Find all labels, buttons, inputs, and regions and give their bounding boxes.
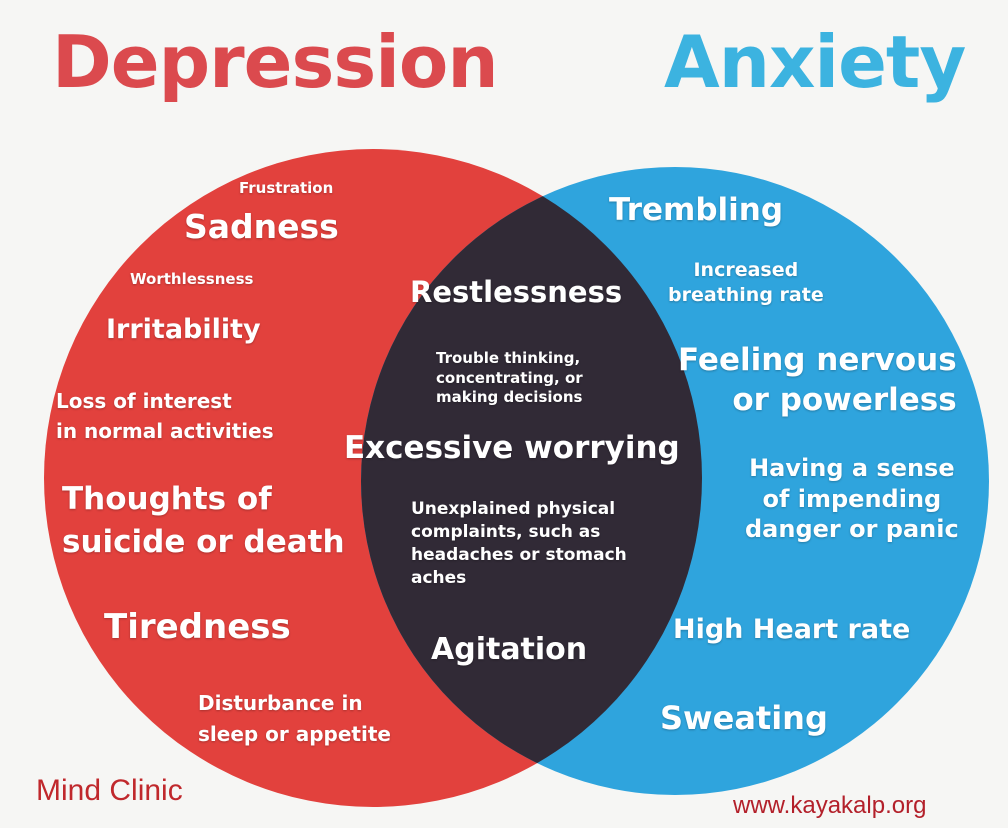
label-impending-danger: Having a sense of impending danger or pa… xyxy=(745,454,959,544)
depression-title: Depression xyxy=(52,20,499,104)
label-trembling: Trembling xyxy=(609,192,784,228)
label-trouble-thinking: Trouble thinking, concentrating, or maki… xyxy=(436,349,583,406)
label-feeling-nervous: Feeling nervous or powerless xyxy=(678,342,957,419)
label-unexplained-complaints: Unexplained physical complaints, such as… xyxy=(411,499,627,588)
label-thoughts-of-suicide: Thoughts of suicide or death xyxy=(62,481,345,561)
label-restlessness: Restlessness xyxy=(410,275,623,309)
label-sadness: Sadness xyxy=(184,207,339,246)
label-loss-of-interest: Loss of interest in normal activities xyxy=(56,389,274,443)
label-high-heart-rate: High Heart rate xyxy=(673,614,911,645)
label-worthlessness: Worthlessness xyxy=(130,270,254,288)
overlap-region xyxy=(361,167,702,795)
label-frustration: Frustration xyxy=(239,179,334,197)
anxiety-title: Anxiety xyxy=(664,20,966,104)
label-sweating: Sweating xyxy=(660,699,828,737)
label-increased-breathing: Increased breathing rate xyxy=(668,259,824,306)
label-excessive-worrying: Excessive worrying xyxy=(344,430,680,466)
mind-clinic-label: Mind Clinic xyxy=(36,774,183,807)
website-link[interactable]: www.kayakalp.org xyxy=(733,792,927,819)
label-tiredness: Tiredness xyxy=(104,607,291,647)
label-disturbance: Disturbance in sleep or appetite xyxy=(198,691,391,746)
label-agitation: Agitation xyxy=(431,632,588,667)
label-irritability: Irritability xyxy=(106,314,261,345)
